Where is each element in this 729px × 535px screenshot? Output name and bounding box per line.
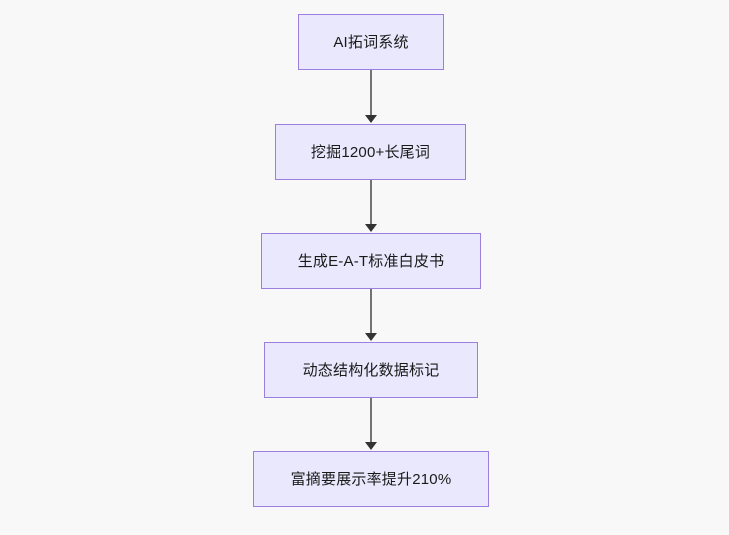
flowchart-node-3[interactable]: 生成E-A-T标准白皮书 xyxy=(261,233,481,289)
flowchart-node-5[interactable]: 富摘要展示率提升210% xyxy=(253,451,489,507)
down-arrow-icon-1 xyxy=(365,115,377,123)
flowchart-node-5-label: 富摘要展示率提升210% xyxy=(290,470,452,488)
flowchart-node-2[interactable]: 挖掘1200+长尾词 xyxy=(275,124,466,180)
down-arrow-icon-2 xyxy=(365,224,377,232)
flowchart-connector-1 xyxy=(370,70,372,116)
down-arrow-icon-3 xyxy=(365,333,377,341)
flowchart-connector-3 xyxy=(370,289,372,334)
down-arrow-icon-4 xyxy=(365,442,377,450)
flowchart-connector-2 xyxy=(370,180,372,225)
flowchart-node-1-label: AI拓词系统 xyxy=(333,33,409,51)
flowchart-node-1[interactable]: AI拓词系统 xyxy=(298,14,444,70)
flowchart-node-3-label: 生成E-A-T标准白皮书 xyxy=(297,252,445,270)
flowchart-node-4-label: 动态结构化数据标记 xyxy=(302,361,440,379)
flowchart-connector-4 xyxy=(370,398,372,443)
flowchart-node-4[interactable]: 动态结构化数据标记 xyxy=(264,342,478,398)
flowchart-node-2-label: 挖掘1200+长尾词 xyxy=(310,143,431,161)
